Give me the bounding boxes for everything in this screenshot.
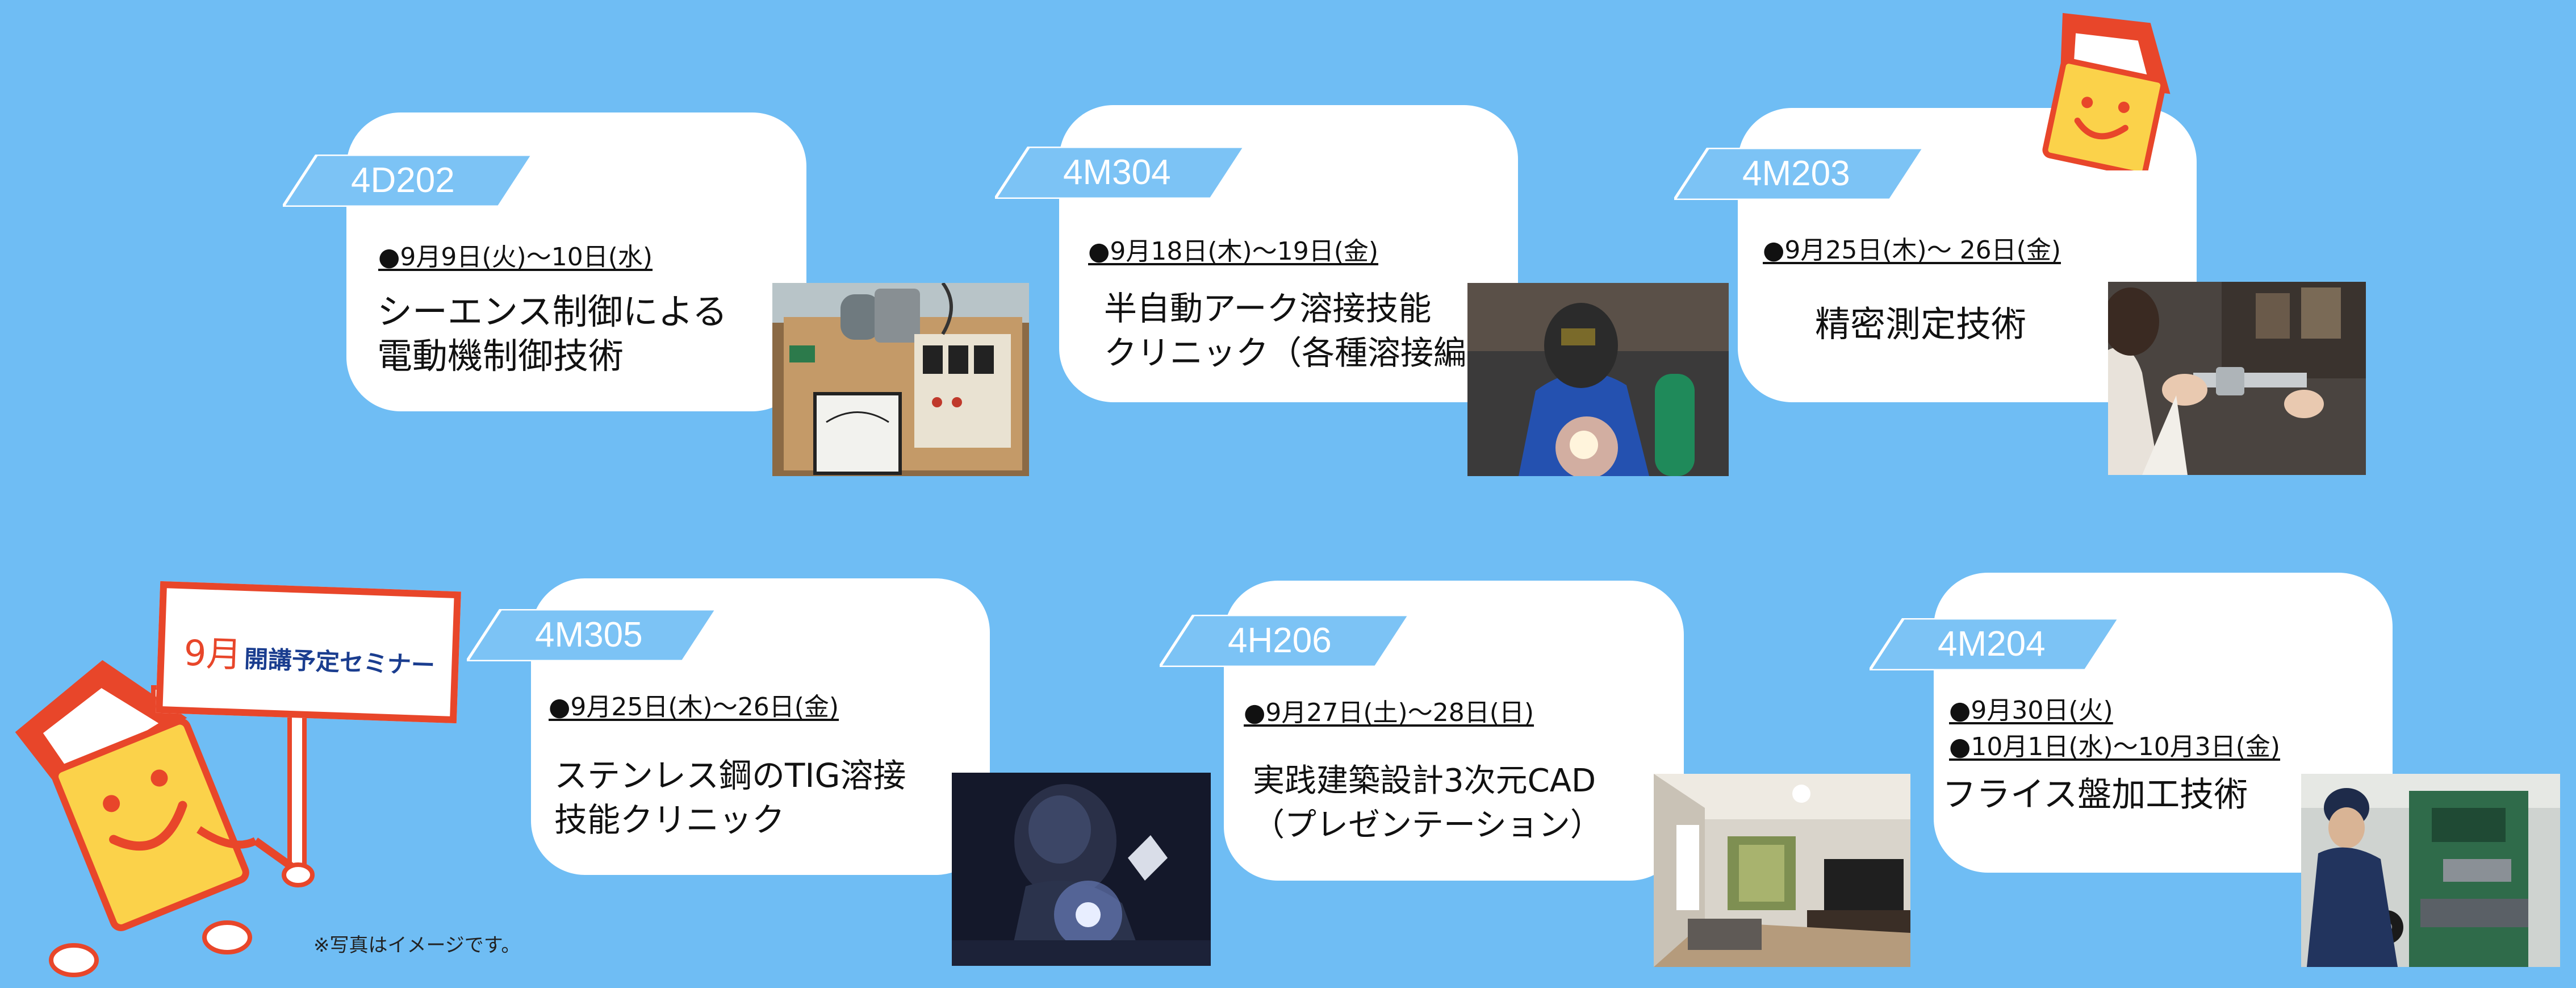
course-code-tag: 4M204 xyxy=(1870,618,2119,670)
course-title: シーエンス制御による電動機制御技術 xyxy=(377,291,727,377)
course-code: 4M305 xyxy=(535,615,643,655)
course-code: 4H206 xyxy=(1228,621,1332,660)
arc-welding-photo xyxy=(1467,283,1729,476)
course-title: ステンレス鋼のTIG溶接技能クリニック xyxy=(554,756,906,839)
photo-note: ※写真はイメージです。 xyxy=(313,934,521,957)
mascot-peeking-icon xyxy=(2005,11,2198,178)
course-date: ●10月1日(水)〜10月3日(金) xyxy=(1949,732,2281,761)
course-code-tag: 4M203 xyxy=(1674,148,1924,200)
course-title: 実践建築設計3次元CAD（プレゼンテーション） xyxy=(1253,762,1602,844)
course-date: ●9月27日(土)〜28日(日) xyxy=(1244,698,1534,727)
course-code: 4M204 xyxy=(1938,624,2046,664)
course-code-tag: 4M305 xyxy=(467,609,717,661)
course-code-tag: 4D202 xyxy=(283,155,533,207)
motor-control-panel-photo xyxy=(772,283,1029,476)
course-date: ●9月25日(木)〜 26日(金) xyxy=(1763,236,2061,265)
mascot-holding-sign-icon xyxy=(11,574,352,983)
course-title: 精密測定技術 xyxy=(1815,303,2027,345)
course-date: ●9月25日(木)〜26日(金) xyxy=(549,693,839,722)
course-code: 4M304 xyxy=(1063,153,1171,192)
sign-text: 開講予定セミナー xyxy=(244,645,436,679)
sign-month: 9月 xyxy=(183,632,242,676)
course-code: 4M203 xyxy=(1742,154,1850,193)
3d-cad-room-photo xyxy=(1654,774,1910,967)
course-date: ●9月30日(火) xyxy=(1949,696,2113,725)
seminar-sign: 9月 開講予定セミナー xyxy=(156,581,461,724)
course-date: ●9月9日(火)〜10日(水) xyxy=(378,243,653,272)
course-title: 半自動アーク溶接技能クリニック（各種溶接編） xyxy=(1104,289,1500,372)
course-date: ●9月18日(木)〜19日(金) xyxy=(1088,237,1379,266)
course-code-tag: 4H206 xyxy=(1160,615,1410,667)
course-title: フライス盤加工技術 xyxy=(1942,775,2248,815)
course-code: 4D202 xyxy=(351,161,455,200)
milling-machine-photo xyxy=(2301,774,2560,967)
course-code-tag: 4M304 xyxy=(995,147,1245,199)
caliper-measurement-photo xyxy=(2108,282,2366,475)
tig-welding-photo xyxy=(952,773,1211,966)
